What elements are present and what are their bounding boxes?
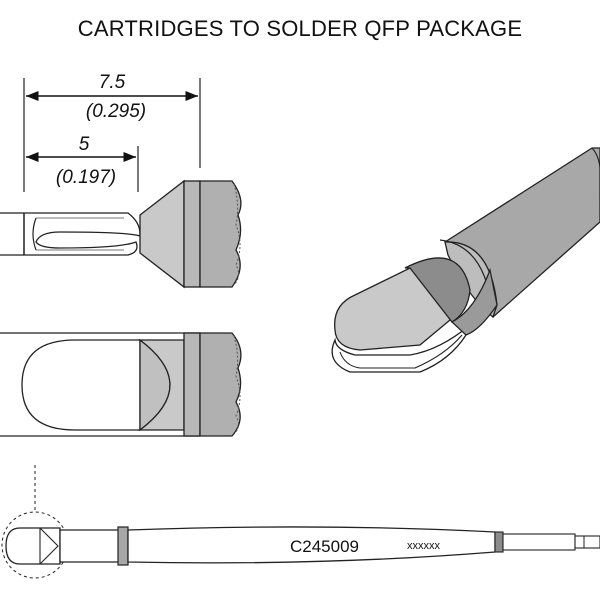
dimension-slot-mm: 5 <box>79 134 90 155</box>
cartridge-suffix: xxxxxx <box>407 540 441 552</box>
cartridge-full-view: C245009 xxxxxx <box>1 465 600 579</box>
dimension-slot-inch: (0.197) <box>56 167 116 188</box>
tip-side-view <box>0 179 242 289</box>
dimension-overall-inch: (0.295) <box>86 101 146 122</box>
dimension-overall-mm: 7.5 <box>99 72 126 93</box>
tip-top-view <box>0 332 242 437</box>
dimension-group: 7.5 (0.295) 5 (0.197) <box>23 72 201 192</box>
cartridge-code: C245009 <box>290 537 359 556</box>
tip-perspective-view <box>331 147 600 373</box>
page-title: CARTRIDGES TO SOLDER QFP PACKAGE <box>77 16 523 41</box>
